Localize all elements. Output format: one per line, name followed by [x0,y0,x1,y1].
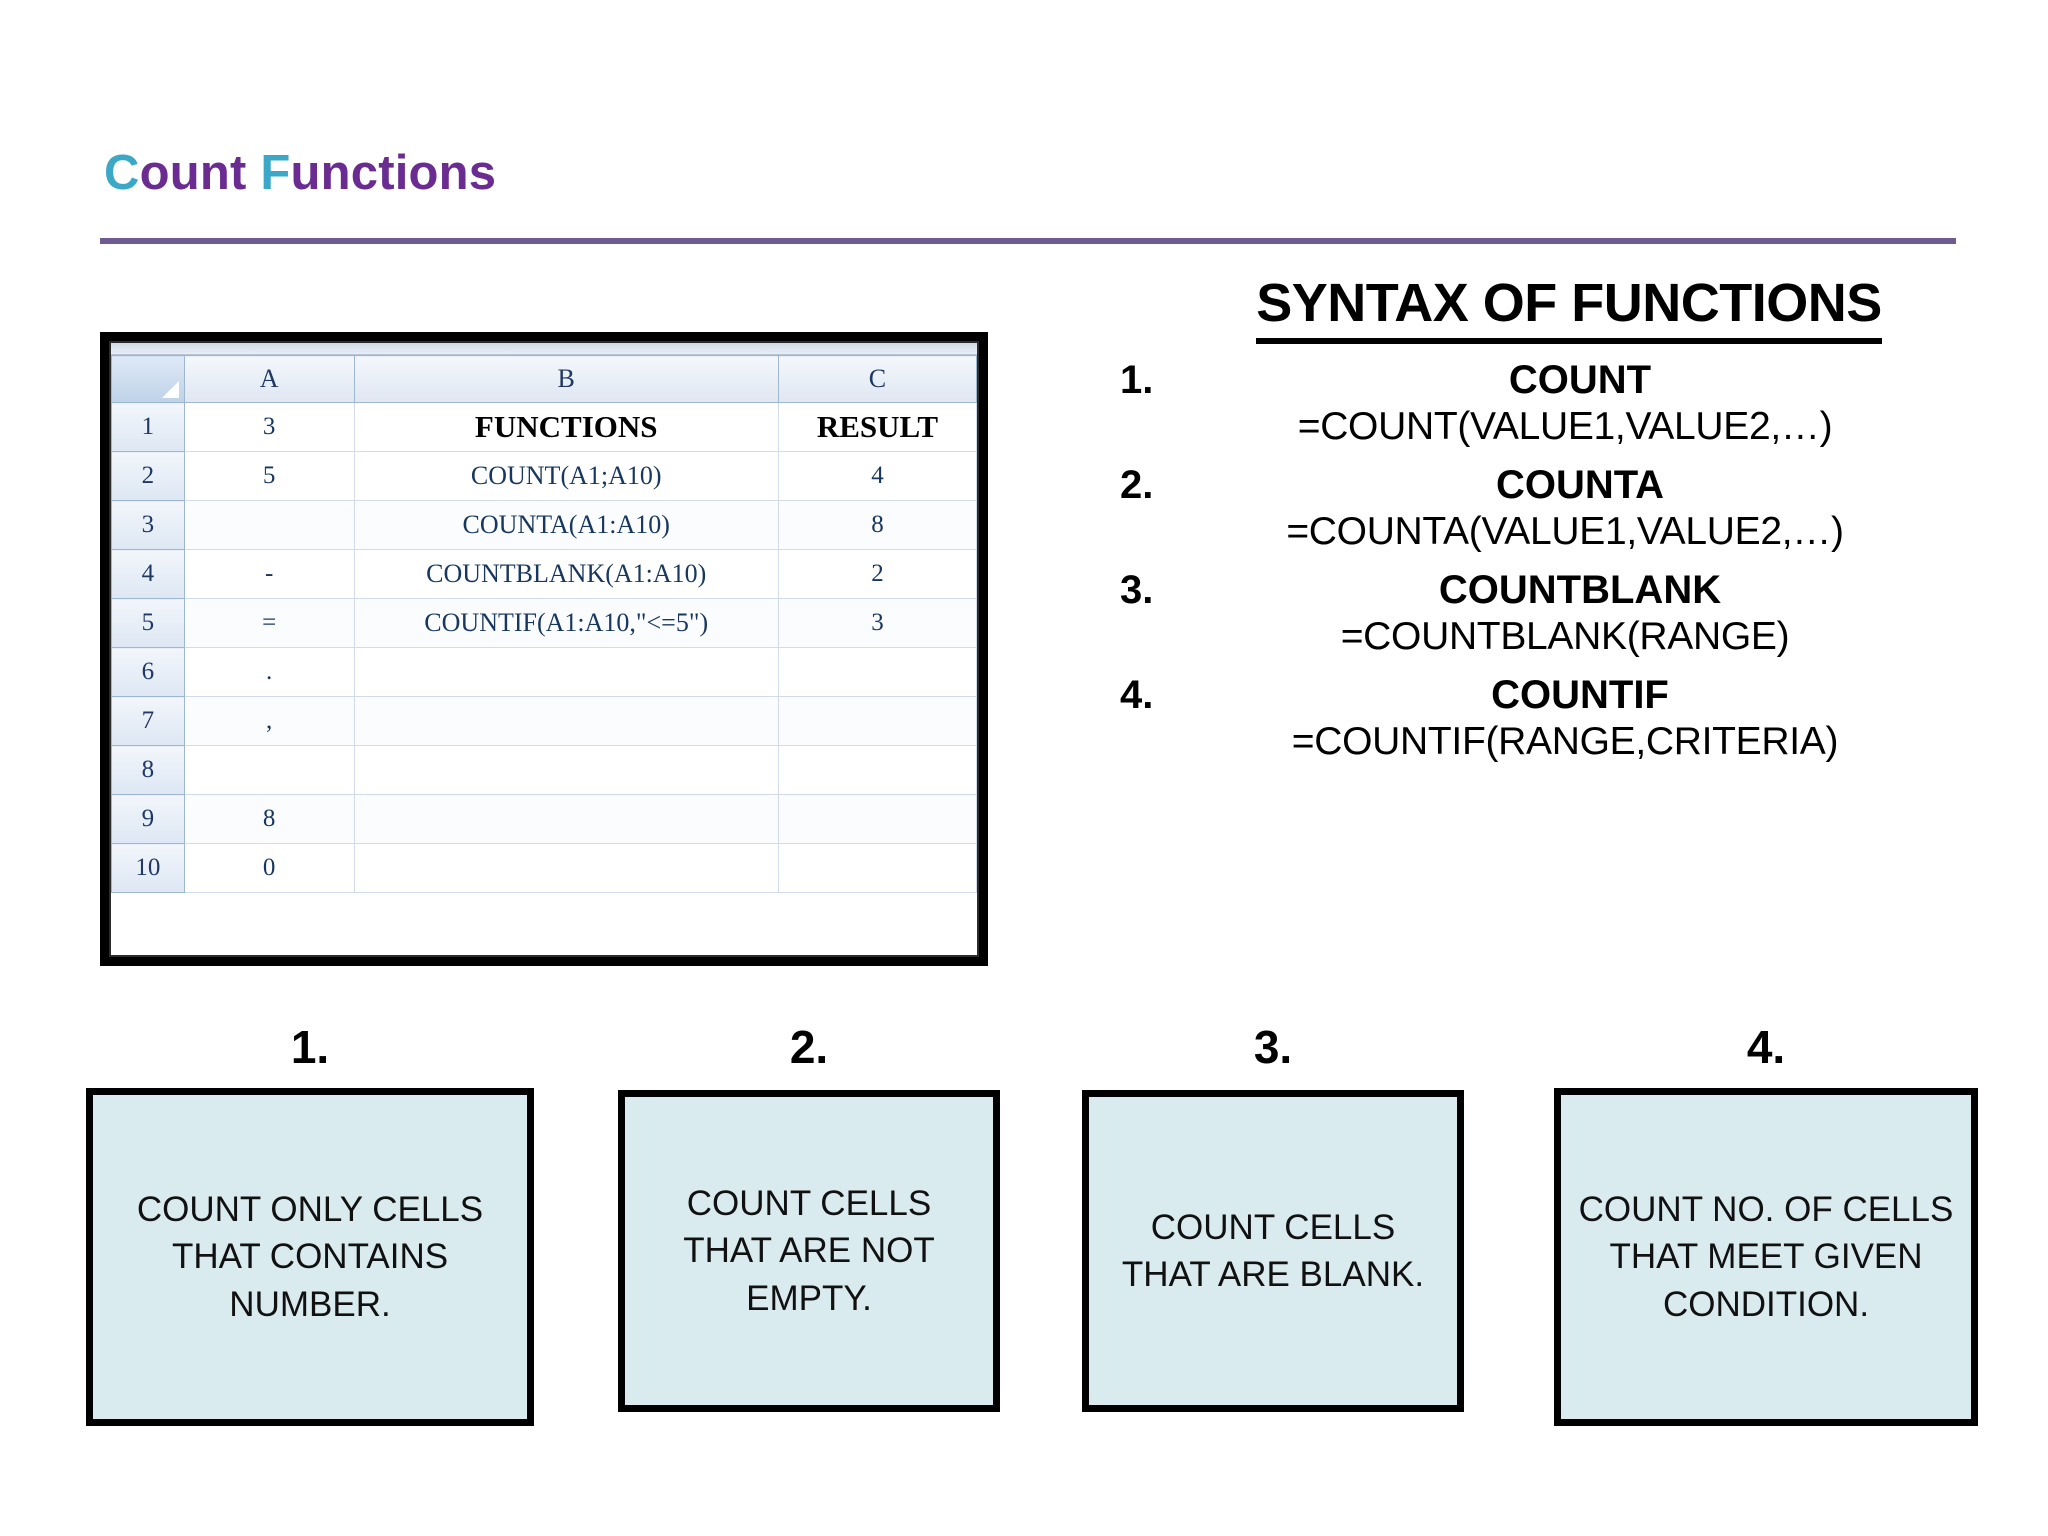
syntax-item-formula: =COUNTIF(RANGE,CRITERIA) [1291,720,1839,763]
cell-b2[interactable]: COUNT(A1;A10) [353,451,779,501]
cell-c10[interactable] [777,843,977,893]
table-row: 9 8 [111,794,977,844]
title-divider [100,238,1956,244]
table-row: 10 0 [111,843,977,893]
description-boxes: 1. COUNT ONLY CELLS THAT CONTAINS NUMBER… [0,1020,2048,1480]
syntax-item-name: COUNTBLANK [1438,568,1722,612]
row-header[interactable]: 3 [111,500,185,550]
description-box-counta: COUNT CELLS THAT ARE NOT EMPTY. [618,1090,1000,1412]
spreadsheet-screenshot: A B C 1 3 FUNCTIONS RESULT 2 5 [100,332,988,966]
syntax-section: SYNTAX OF FUNCTIONS 1. COUNT =COUNT(VALU… [1120,272,2000,764]
cell-c6[interactable] [777,647,977,697]
row-header[interactable]: 1 [111,402,185,452]
table-row: 2 5 COUNT(A1;A10) 4 [111,451,977,501]
column-header-row: A B C [111,355,977,403]
cell-a1[interactable]: 3 [183,402,355,452]
select-all-corner[interactable] [111,355,185,403]
syntax-item-counta: 2. COUNTA =COUNTA(VALUE1,VALUE2,…) [1120,463,2000,554]
row-header[interactable]: 5 [111,598,185,648]
title-accent-f: F [260,146,291,200]
spreadsheet-top-strip [111,343,977,355]
cell-a7[interactable]: , [183,696,355,746]
column-header-a[interactable]: A [183,355,355,403]
cell-a2[interactable]: 5 [183,451,355,501]
cell-c9[interactable] [777,794,977,844]
description-box-countblank: COUNT CELLS THAT ARE BLANK. [1082,1090,1464,1412]
description-column-1: 1. COUNT ONLY CELLS THAT CONTAINS NUMBER… [86,1020,534,1426]
row-header[interactable]: 9 [111,794,185,844]
description-box-count: COUNT ONLY CELLS THAT CONTAINS NUMBER. [86,1088,534,1426]
description-column-3: 3. COUNT CELLS THAT ARE BLANK. [1082,1020,1464,1412]
syntax-item-formula: =COUNT(VALUE1,VALUE2,…) [1297,405,1833,448]
cell-a4[interactable]: - [183,549,355,599]
syntax-item-countblank: 3. COUNTBLANK =COUNTBLANK(RANGE) [1120,568,2000,659]
cell-b3[interactable]: COUNTA(A1:A10) [353,500,779,550]
table-row: 6 . [111,647,977,697]
cell-b10[interactable] [353,843,779,893]
description-box-countif: COUNT NO. OF CELLS THAT MEET GIVEN CONDI… [1554,1088,1978,1426]
syntax-item-number: 2. [1120,463,1154,507]
table-row: 4 - COUNTBLANK(A1:A10) 2 [111,549,977,599]
syntax-item-name: COUNTIF [1491,673,1669,717]
syntax-item-number: 1. [1120,358,1154,402]
table-row: 3 COUNTA(A1:A10) 8 [111,500,977,550]
cell-b4[interactable]: COUNTBLANK(A1:A10) [353,549,779,599]
cell-b8[interactable] [353,745,779,795]
cell-a8[interactable] [183,745,355,795]
syntax-item-number: 3. [1120,568,1154,612]
description-number: 3. [1253,1021,1293,1073]
cell-b6[interactable] [353,647,779,697]
description-number: 4. [1746,1021,1786,1073]
title-accent-c: C [104,146,140,200]
cell-b9[interactable] [353,794,779,844]
syntax-item-name: COUNT [1508,358,1652,402]
table-row: 5 = COUNTIF(A1:A10,"<=5") 3 [111,598,977,648]
row-header[interactable]: 2 [111,451,185,501]
row-header[interactable]: 4 [111,549,185,599]
syntax-item-formula: =COUNTBLANK(RANGE) [1340,615,1790,658]
cell-c2[interactable]: 4 [777,451,977,501]
row-header[interactable]: 7 [111,696,185,746]
column-header-b[interactable]: B [353,355,779,403]
description-column-4: 4. COUNT NO. OF CELLS THAT MEET GIVEN CO… [1554,1020,1978,1426]
column-header-c[interactable]: C [777,355,977,403]
row-header[interactable]: 10 [111,843,185,893]
cell-c3[interactable]: 8 [777,500,977,550]
cell-c1[interactable]: RESULT [777,402,977,452]
title-word-functions: unctions [290,146,497,200]
cell-b7[interactable] [353,696,779,746]
spreadsheet-table: A B C 1 3 FUNCTIONS RESULT 2 5 [111,355,977,893]
title-word-count: ount [139,146,247,200]
syntax-heading: SYNTAX OF FUNCTIONS [1256,272,1882,344]
cell-a10[interactable]: 0 [183,843,355,893]
description-number: 1. [290,1021,330,1073]
row-header[interactable]: 6 [111,647,185,697]
syntax-item-number: 4. [1120,673,1154,717]
syntax-item-name: COUNTA [1495,463,1665,507]
cell-c7[interactable] [777,696,977,746]
syntax-item-count: 1. COUNT =COUNT(VALUE1,VALUE2,…) [1120,358,2000,449]
table-row: 8 [111,745,977,795]
spreadsheet-body: 1 3 FUNCTIONS RESULT 2 5 COUNT(A1;A10) 4… [111,402,977,893]
cell-a3[interactable] [183,500,355,550]
syntax-item-formula: =COUNTA(VALUE1,VALUE2,…) [1286,510,1844,553]
syntax-item-countif: 4. COUNTIF =COUNTIF(RANGE,CRITERIA) [1120,673,2000,764]
table-row: 7 , [111,696,977,746]
cell-a9[interactable]: 8 [183,794,355,844]
select-all-triangle-icon [161,381,179,398]
cell-c5[interactable]: 3 [777,598,977,648]
cell-b1[interactable]: FUNCTIONS [353,402,779,452]
cell-b5[interactable]: COUNTIF(A1:A10,"<=5") [353,598,779,648]
row-header[interactable]: 8 [111,745,185,795]
cell-a6[interactable]: . [183,647,355,697]
description-number: 2. [789,1021,829,1073]
table-row: 1 3 FUNCTIONS RESULT [111,402,977,452]
description-column-2: 2. COUNT CELLS THAT ARE NOT EMPTY. [618,1020,1000,1412]
cell-a5[interactable]: = [183,598,355,648]
page-title: Count Functions [104,146,1964,200]
cell-c8[interactable] [777,745,977,795]
cell-c4[interactable]: 2 [777,549,977,599]
